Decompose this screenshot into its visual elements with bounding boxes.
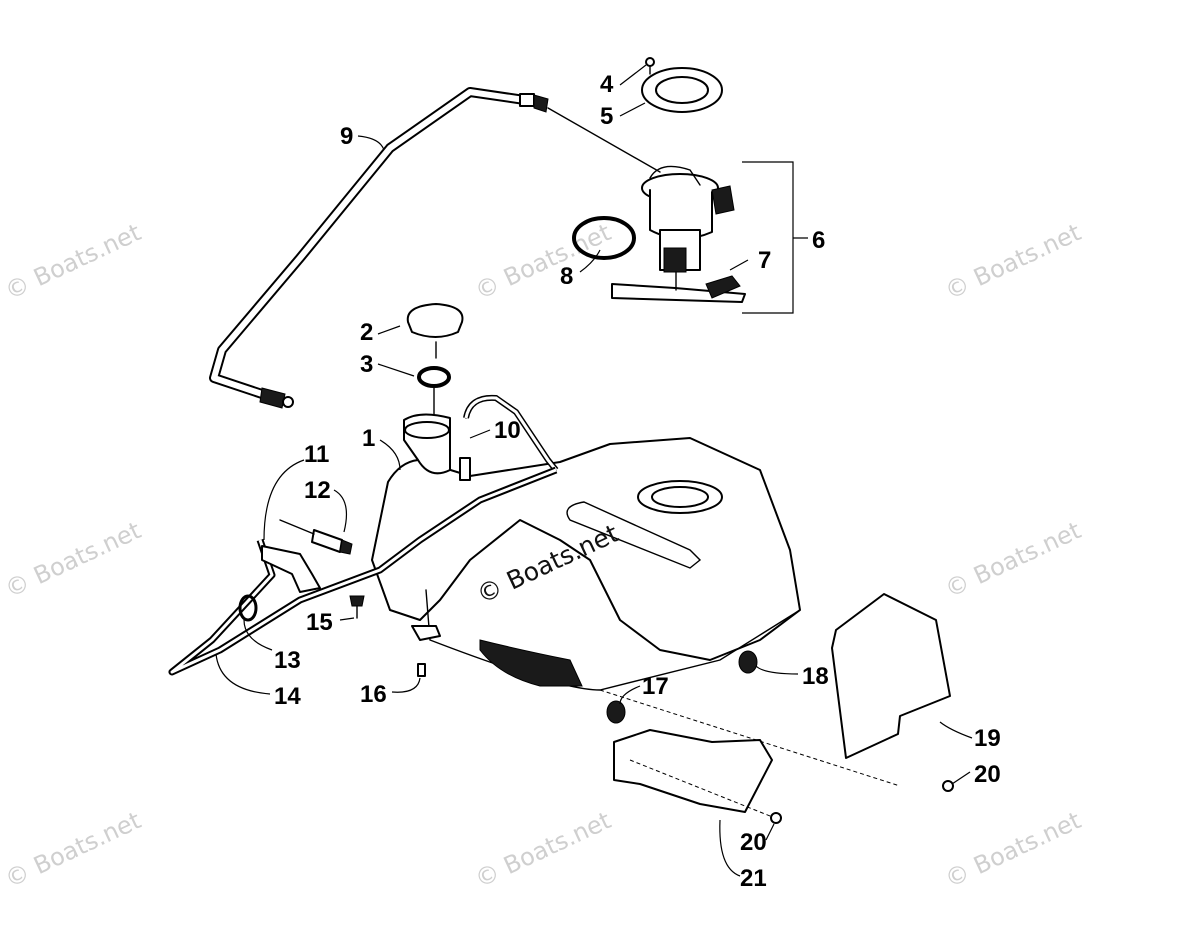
push-fastener [349,595,365,619]
callout-5: 5 [600,103,613,130]
callout-9: 9 [340,123,353,150]
fuel-cap [406,303,464,359]
watermark: © Boats.net [941,806,1086,893]
callout-21: 21 [740,865,767,892]
watermark: © Boats.net [941,218,1086,305]
callout-11: 11 [304,441,329,468]
heat-shield-left [613,729,781,821]
callout-13: 13 [274,647,301,674]
watermark: © Boats.net [471,218,616,305]
pump-gasket [641,57,723,113]
grommet-left [606,700,626,724]
cap-seal [417,366,451,388]
watermark: © Boats.net [1,516,146,603]
callout-labels: 1 2 3 4 5 6 7 8 9 10 11 12 13 14 15 16 1… [274,71,1001,892]
shield-screw-right [942,780,954,792]
callout-1: 1 [362,425,375,452]
callout-20-right: 20 [974,761,1001,788]
callout-2: 2 [360,319,373,346]
o-ring [572,216,636,260]
grommet-right [738,650,758,674]
callout-7: 7 [758,247,771,274]
assembly-bracket [742,161,808,314]
watermark: © Boats.net [1,218,146,305]
mount-screw [417,663,426,677]
vent-hose [209,87,661,409]
watermark: © Boats.net [1,806,146,893]
callout-19: 19 [974,725,1001,752]
long-hose [168,466,558,676]
callout-6: 6 [812,227,825,254]
watermark: © Boats.net [941,516,1086,603]
hose-clamp [238,594,258,622]
callout-18: 18 [802,663,829,690]
watermark: © Boats.net [471,806,616,893]
check-valve [279,519,353,555]
shield-screw-left [770,812,782,824]
callout-10: 10 [494,417,521,444]
callout-8: 8 [560,263,573,290]
callout-20-left: 20 [740,829,767,856]
callout-12: 12 [304,477,331,504]
callout-14: 14 [274,683,301,710]
callout-17: 17 [642,673,669,700]
heat-shield-right [599,593,951,787]
fuel-tank [371,394,801,691]
callout-16: 16 [360,681,387,708]
callout-4: 4 [600,71,614,98]
callout-3: 3 [360,351,373,378]
leader-lines [215,64,973,877]
callout-15: 15 [306,609,333,636]
valve-bracket [261,545,321,593]
fuel-pump-assembly [611,165,746,303]
